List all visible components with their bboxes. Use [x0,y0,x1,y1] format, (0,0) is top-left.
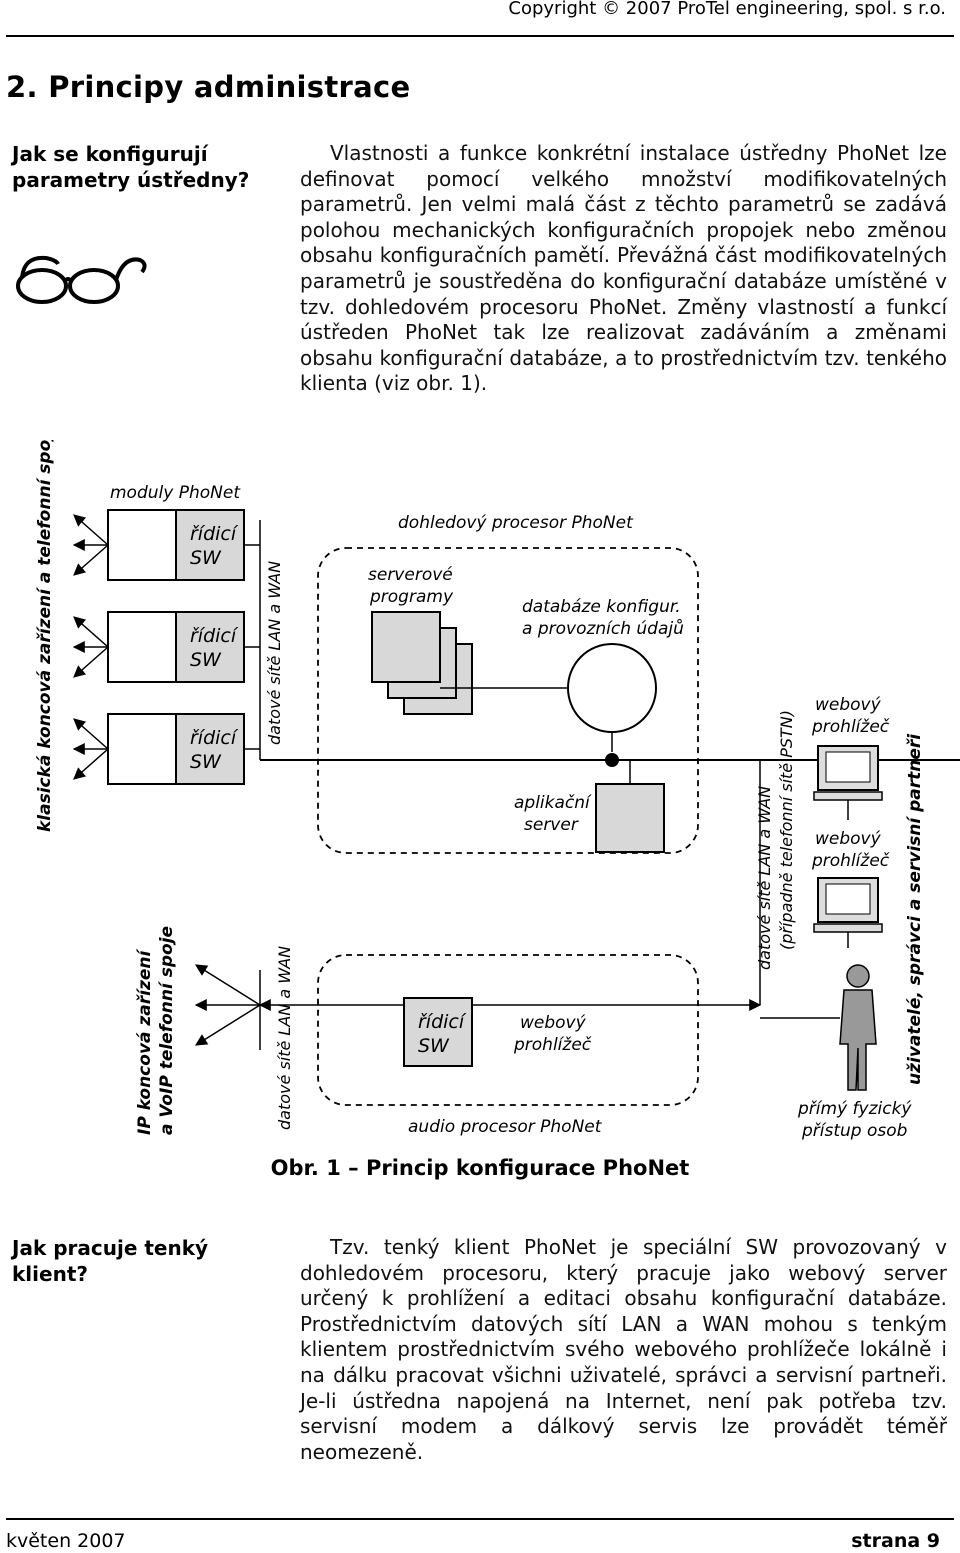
label-webovy-top-2: prohlížeč [811,717,890,737]
label-ip-1: IP koncová zařízení [135,948,155,1135]
paragraph-thin-client: Tzv. tenký klient PhoNet je speciální SW… [300,1235,947,1464]
section-title: 2. Principy administrace [6,70,411,104]
paragraph-config: Vlastnosti a funkce konkrétní instalace … [300,141,947,396]
module-3-ridici: řídicí [190,727,239,749]
label-audio-webovy-2: prohlížeč [513,1035,592,1055]
copyright-notice: Copyright © 2007 ProTel engineering, spo… [508,0,946,19]
computer-icon [813,877,883,933]
label-audio: audio procesor PhoNet [408,1117,603,1137]
module-1-sw: SW [190,547,222,569]
label-ip-2: a VoIP telefonní spoje [157,926,177,1135]
module-2: řídicí SW [107,611,245,683]
classic-device-arrows [72,514,109,780]
label-aplikacni-1: aplikační [514,793,592,813]
side-question-config: Jak se konfigurují parametry ústředny? [12,142,250,192]
footer-date: květen 2007 [6,1530,126,1552]
side-question-thin-client: Jak pracuje tenký klient? [12,1236,209,1286]
label-webovy-mid-2: prohlížeč [811,851,890,871]
label-audio-sw: SW [418,1035,450,1057]
label-audio-webovy-1: webový [520,1013,587,1033]
label-databaze-1: databáze konfigur. [522,597,681,617]
person-icon [839,964,877,1091]
label-audio-ridici: řídicí [418,1011,467,1033]
label-dohledovy: dohledový procesor PhoNet [398,513,634,533]
label-right-net-2: (případně telefonní sítě PSTN) [777,710,796,950]
label-webovy-mid-1: webový [815,829,882,849]
label-databaze-2: a provozních údajů [522,618,684,639]
module-3-sw: SW [190,751,222,773]
label-lan-wan-left: datové sítě LAN a WAN [265,561,284,745]
label-webovy-top-1: webový [815,695,882,715]
computer-icon [813,745,883,801]
module-2-ridici: řídicí [190,625,239,647]
label-moduly: moduly PhoNet [110,483,241,503]
module-1-ridici: řídicí [190,523,239,545]
module-3: řídicí SW [107,713,245,785]
label-primy-1: přímý fyzický [797,1099,912,1119]
module-2-sw: SW [190,649,222,671]
label-aplikacni-2: server [524,815,579,835]
footer-page: strana 9 [851,1530,940,1552]
module-1: řídicí SW [107,509,245,581]
label-users: uživatelé, správci a servisní partneři [905,733,925,1085]
label-classic-devices: klasická koncová zařízení a telefonní sp… [35,440,55,832]
label-lan-wan-bottom: datové sítě LAN a WAN [275,946,294,1130]
ip-device-arrows [194,964,261,1046]
label-serverove-2: programy [369,587,454,607]
label-right-net-1: datové sítě LAN a WAN [755,786,774,970]
footer-rule [6,1518,954,1520]
figure-caption: Obr. 1 – Princip konfigurace PhoNet [270,1156,690,1180]
label-primy-2: přístup osob [801,1121,907,1141]
label-serverove-1: serverové [368,565,453,585]
glasses-icon [16,255,147,304]
phonet-diagram: klasická koncová zařízení a telefonní sp… [35,440,960,1141]
header-rule [6,35,954,37]
